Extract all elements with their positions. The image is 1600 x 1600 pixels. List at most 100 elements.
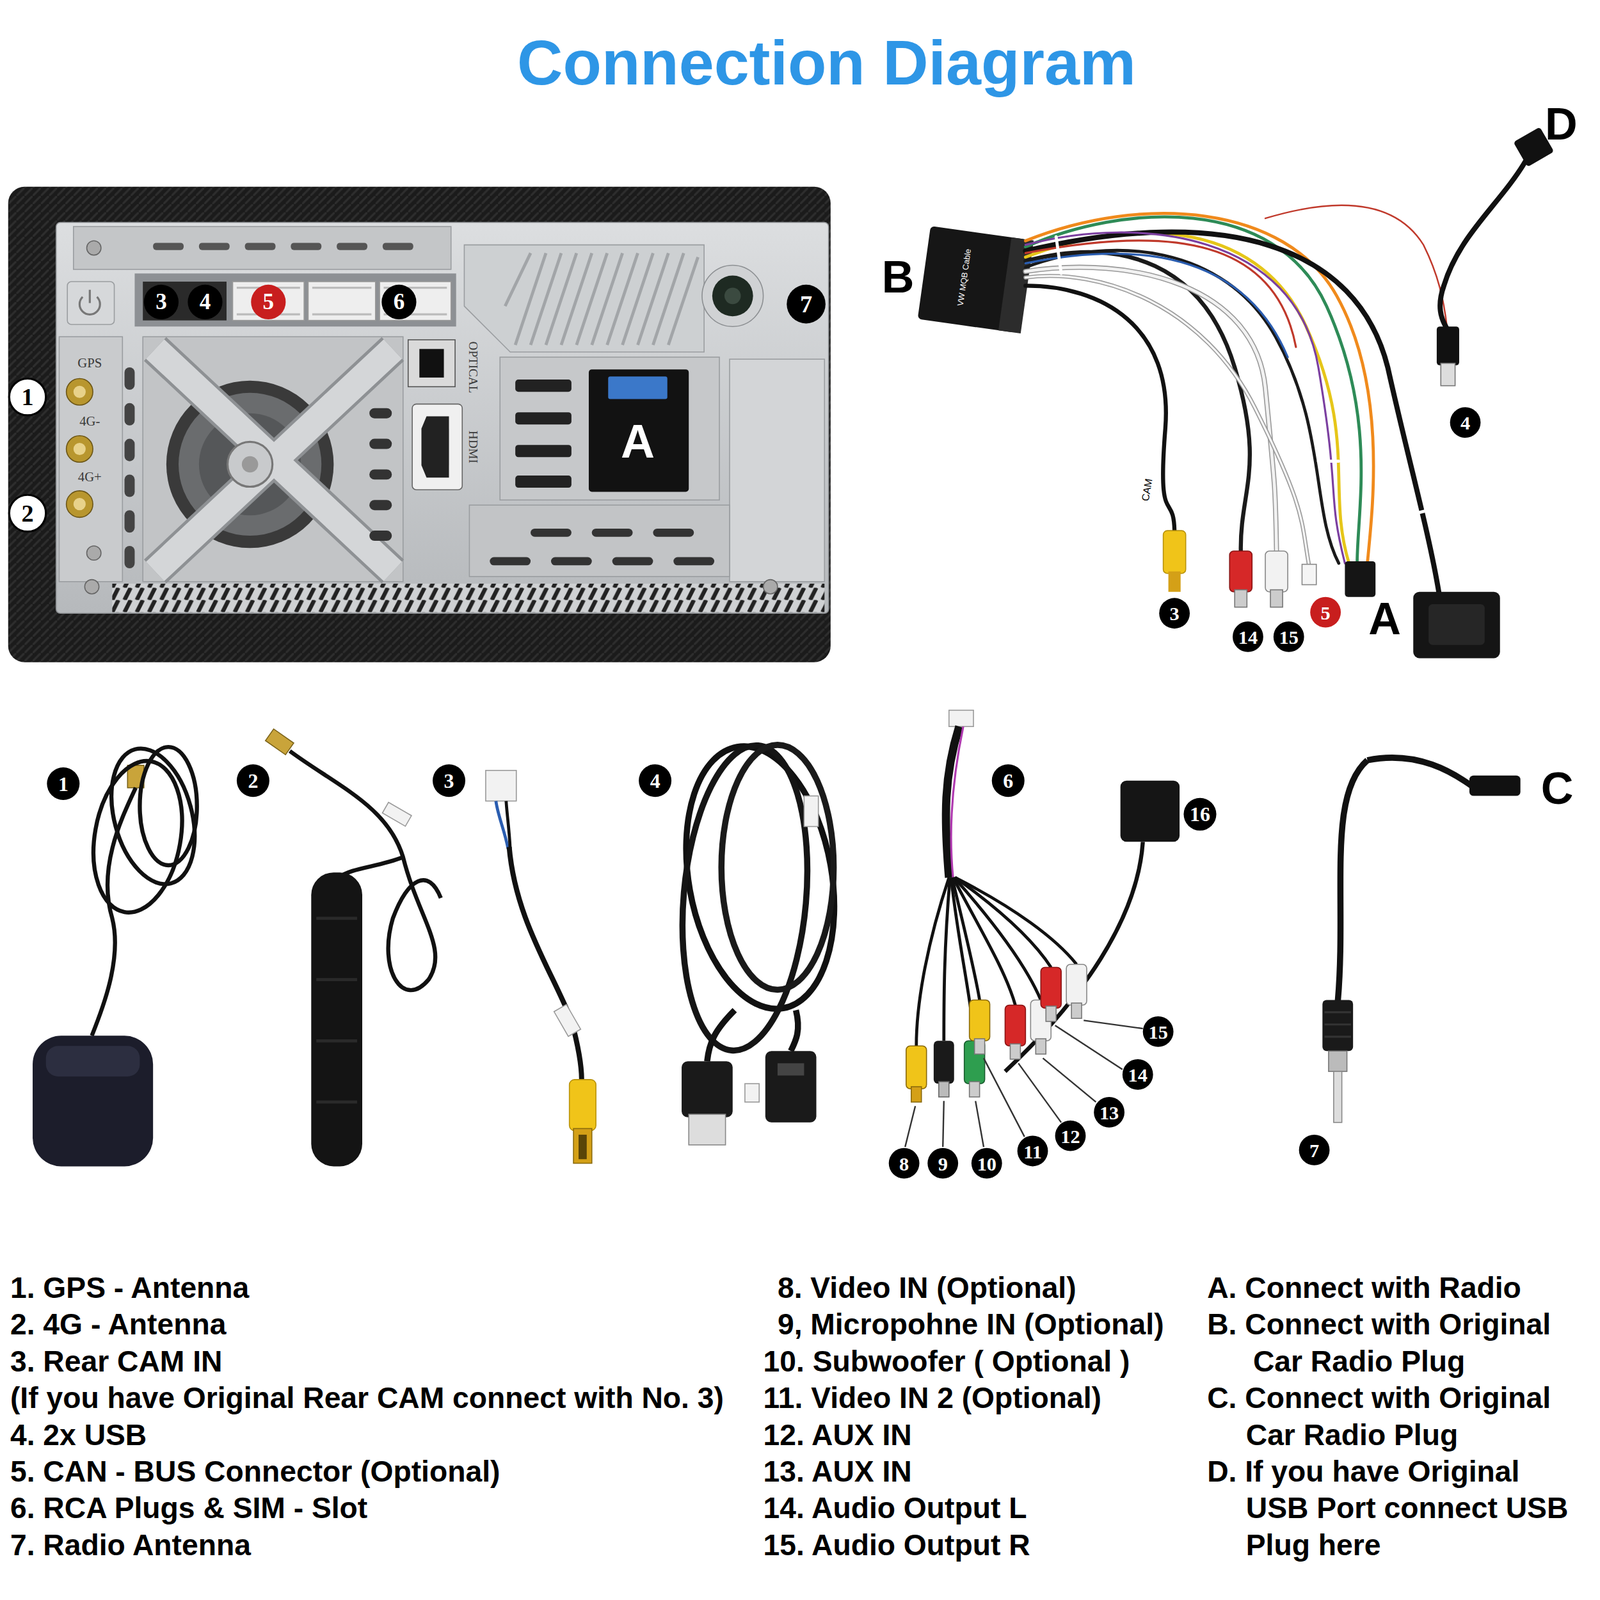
head-unit-back: [56, 222, 829, 614]
camera-cable: [485, 770, 517, 802]
rca-harness: [1004, 1004, 1026, 1046]
head-unit-back: [142, 281, 227, 321]
callout-circle: 15: [1143, 1016, 1174, 1048]
callout-circle: 5: [250, 284, 286, 320]
rca-harness: [906, 710, 1180, 1103]
radio-antenna-adapter: [1367, 757, 1472, 786]
callout-number: 2: [21, 501, 34, 526]
head-unit-back: [515, 475, 572, 488]
rca-harness: [933, 1040, 955, 1084]
part-letter: B: [881, 252, 915, 303]
rca-harness: [949, 710, 974, 728]
radio-antenna-adapter: [1469, 775, 1521, 797]
rca-harness: [916, 877, 1077, 1046]
callout-circle: 3: [1159, 597, 1190, 629]
head-unit-back: [134, 273, 456, 327]
legend-text: 5. CAN - BUS Connector (Optional): [10, 1452, 500, 1490]
callout-number: 4: [650, 770, 661, 792]
head-unit-back: [66, 378, 93, 518]
head-unit-back: [8, 186, 831, 663]
callout-number: 2: [247, 770, 258, 792]
head-unit-back: [712, 275, 754, 317]
head-unit-back: [652, 528, 694, 537]
camera-cable: [509, 846, 582, 1080]
usb-cable: [791, 1009, 799, 1051]
part-letter: A: [620, 416, 655, 468]
head-unit-back: [58, 336, 123, 582]
leader-line: [1018, 1063, 1062, 1122]
leader-line: [904, 1020, 1143, 1147]
head-unit-back: [489, 528, 715, 566]
legend-text: 11. Video IN 2 (Optional): [763, 1379, 1102, 1417]
port-marking: OPTICAL: [465, 341, 480, 394]
rca-harness: [954, 877, 1077, 965]
leader-line: [1055, 1025, 1123, 1070]
head-unit-back: [154, 348, 393, 572]
head-unit-back: [227, 441, 273, 487]
usb-cable: [670, 739, 820, 1056]
head-unit-back: [763, 579, 778, 594]
wiring-harness: [1025, 213, 1374, 564]
callout-number: 5: [263, 290, 275, 313]
radio-antenna-adapter: [1324, 1012, 1352, 1037]
rca-harness: [906, 1045, 927, 1089]
callout-circle: 2: [236, 764, 270, 797]
camera-cable: [578, 1134, 587, 1160]
callout-circle: 4: [187, 284, 223, 320]
head-unit-back: [608, 376, 667, 399]
callout-circle: 7: [1299, 1134, 1330, 1166]
callout-number: 4: [199, 290, 212, 313]
callout-circle: 3: [144, 284, 179, 320]
head-unit-back: [530, 528, 572, 537]
head-unit-back: [73, 442, 86, 456]
head-unit-back: [142, 336, 404, 582]
legend-text: 8. Video IN (Optional): [777, 1269, 1077, 1306]
callout-circle: 11: [1017, 1136, 1049, 1167]
head-unit-back: [154, 348, 393, 572]
head-unit-back: [152, 242, 414, 250]
wiring-harness: [1265, 551, 1288, 592]
wiring-harness: [1270, 590, 1283, 608]
callout-circle: 4: [638, 764, 672, 797]
callout-circle: 1: [46, 767, 80, 800]
callout-circle: 12: [1055, 1120, 1087, 1152]
callout-number: 5: [1320, 602, 1331, 622]
rca-harness: [951, 726, 964, 878]
leader-line: [983, 1057, 1025, 1137]
callout-number: 15: [1279, 627, 1299, 647]
wiring-harness: [1344, 561, 1376, 598]
callout-circle: 14: [1122, 1059, 1154, 1090]
part-letter: A: [1368, 594, 1401, 644]
wiring-harness: [1265, 205, 1448, 328]
callout-number: 6: [1002, 770, 1014, 792]
camera-cable: [569, 1079, 596, 1131]
callout-circle: 15: [1273, 621, 1305, 653]
head-unit-back: [73, 497, 86, 511]
leader-line: [1083, 1020, 1143, 1029]
wiring-harness: [1025, 267, 1277, 552]
head-unit-back: [67, 281, 114, 325]
legend-text: 2. 4G - Antenna: [10, 1306, 226, 1343]
radio-antenna-adapter: [1333, 1071, 1343, 1123]
part-letter: D: [1544, 99, 1578, 150]
wiring-harness: [1056, 236, 1429, 516]
callout-number: 1: [58, 773, 69, 795]
camera-cable: [554, 1004, 582, 1037]
callout-circle: 16: [1183, 798, 1216, 831]
callout-number: 12: [1060, 1125, 1080, 1145]
head-unit-back: [369, 439, 392, 450]
legend-text: 14. Audio Output L: [763, 1489, 1028, 1527]
radio-antenna-adapter: [1322, 757, 1520, 1123]
callout-circle: 10: [971, 1148, 1003, 1179]
wiring-harness: [1025, 267, 1277, 552]
head-unit-back: [84, 579, 99, 594]
legend-text: 9, Micropohne IN (Optional): [777, 1306, 1165, 1343]
lte-antenna: [311, 872, 363, 1167]
head-unit-back: [673, 557, 715, 566]
lte-antenna: [265, 728, 441, 1167]
wiring-harness: [1229, 551, 1252, 592]
gps-antenna: [46, 1045, 141, 1077]
head-unit-back: [124, 367, 136, 390]
callout-number: 8: [899, 1153, 909, 1173]
